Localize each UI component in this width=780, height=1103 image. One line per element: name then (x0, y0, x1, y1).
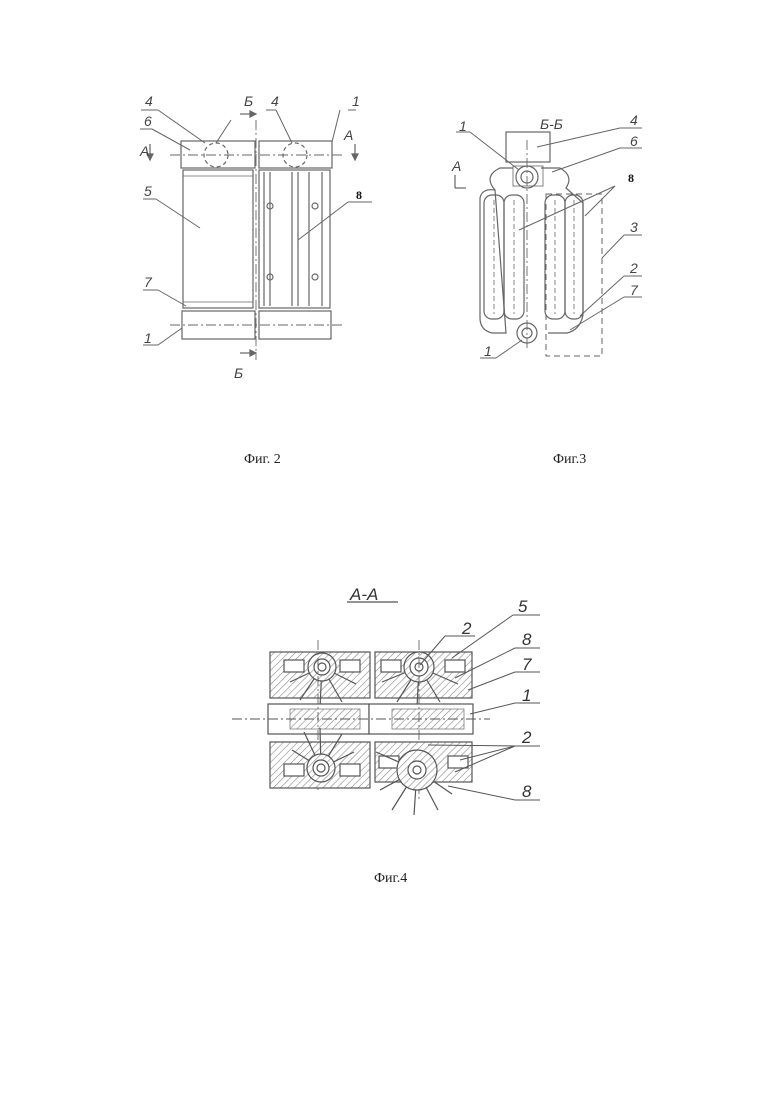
fig4-section-title: А-А (349, 585, 378, 604)
fig4-label-2-top: 2 (461, 619, 472, 638)
fig4-label-5: 5 (518, 597, 528, 616)
fig2-label-a-right: А (343, 127, 353, 143)
fig3-top-cap (506, 132, 550, 162)
fig2-caption: Фиг. 2 (244, 452, 281, 468)
fig2-label-b-top: Б (244, 93, 253, 109)
fig2-label-b-bottom: Б (234, 365, 243, 381)
fig2-label-7: 7 (144, 274, 153, 290)
fig3-label-7: 7 (630, 282, 639, 298)
fig2-label-1-bottom: 1 (144, 330, 152, 346)
fig4-label-7: 7 (522, 655, 532, 674)
fig2-label-4b: 4 (271, 93, 279, 109)
fig3-label-6: 6 (630, 133, 638, 149)
fig2-label-6: 6 (144, 113, 152, 129)
fig4-label-8-top: 8 (522, 630, 532, 649)
fig4-caption: Фиг.4 (374, 871, 407, 887)
fig3-label-3: 3 (630, 219, 638, 235)
fig4-label-2-bottom: 2 (521, 728, 532, 747)
fig3-label-a: А (451, 158, 461, 174)
fig2-top-hub-right (259, 141, 332, 168)
fig3-label-2: 2 (629, 260, 638, 276)
fig3-section-title: Б-Б (540, 116, 563, 132)
fig2-label-4a: 4 (145, 93, 153, 109)
fig3-label-1-top: 1 (459, 118, 467, 134)
fig3-frame (480, 168, 583, 333)
fig4-label-1: 1 (522, 686, 531, 705)
fig3-label-4: 4 (630, 112, 638, 128)
fig2-label-1-top: 1 (352, 93, 360, 109)
fig3-label-1-bottom: 1 (484, 343, 492, 359)
fig4-drawing (232, 602, 540, 815)
fig3-drawing (455, 128, 642, 358)
fig2-bolt-4 (312, 274, 318, 280)
fig4-label-8-bottom: 8 (522, 782, 532, 801)
fig2-bolt-2 (312, 203, 318, 209)
fig3-caption: Фиг.3 (553, 452, 586, 468)
fig2-label-8: 8 (356, 188, 362, 202)
fig3-label-8: 8 (628, 171, 634, 185)
fig2-panel-left (183, 170, 253, 308)
fig2-drawing (140, 110, 372, 360)
fig2-top-hub-left (181, 141, 255, 168)
fig2-label-a-left: А (139, 143, 149, 159)
fig2-label-5: 5 (144, 183, 152, 199)
